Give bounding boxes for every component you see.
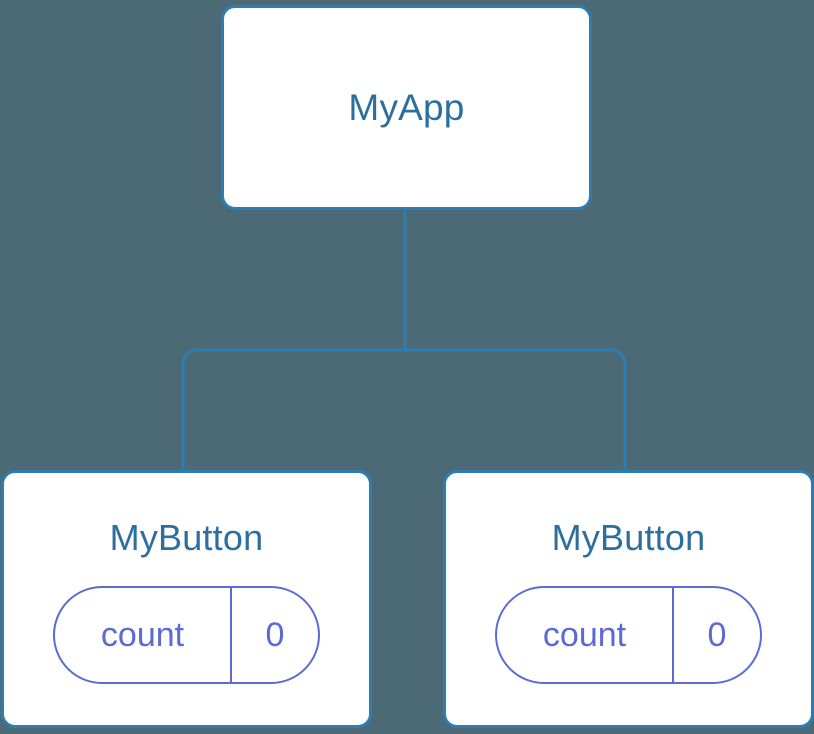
connector-branch-left [181,348,405,470]
connector-branch-right [405,348,627,470]
component-node-title: MyApp [348,87,465,128]
state-divider [230,588,232,682]
component-node-myapp[interactable]: MyApp [221,5,592,210]
state-key: count [542,616,627,654]
state-value: 0 [265,616,285,654]
state-pill-count[interactable]: count 0 [53,586,320,684]
component-node-title: MyButton [551,517,706,558]
state-divider [672,588,674,682]
state-pill-count[interactable]: count 0 [495,586,762,684]
state-value: 0 [707,616,727,654]
state-key: count [100,616,185,654]
component-node-title: MyButton [109,517,264,558]
component-node-mybutton-1[interactable]: MyButton count 0 [443,470,814,728]
component-node-mybutton-0[interactable]: MyButton count 0 [1,470,372,728]
